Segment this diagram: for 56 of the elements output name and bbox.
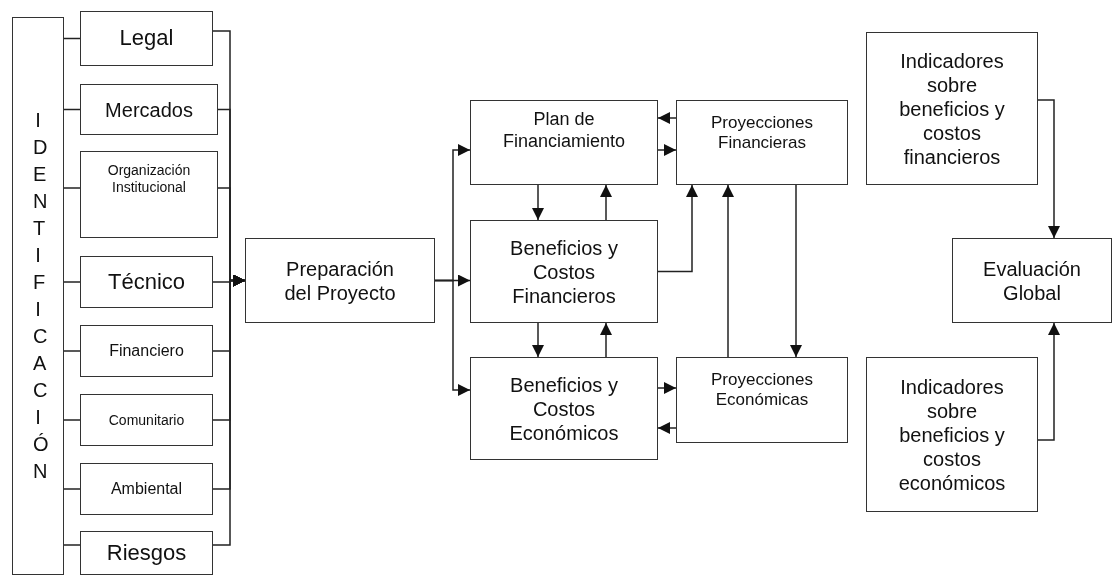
arrow [600, 322, 612, 358]
box-label: Organización Institucional [106, 162, 192, 196]
box-label: Comunitario [108, 411, 185, 429]
box-label: Indicadores sobre beneficios y costos financieros [898, 48, 1006, 169]
arrow [657, 382, 677, 394]
connector-line [63, 419, 81, 421]
process-box [80, 11, 213, 66]
arrow [790, 184, 802, 358]
connector-line [63, 488, 81, 490]
box-label: Técnico [107, 268, 185, 296]
arrow [657, 184, 698, 273]
box-label: Ambiental [110, 479, 183, 499]
process-box [80, 151, 218, 238]
process-box [470, 100, 658, 185]
arrow [722, 184, 734, 358]
process-box [80, 84, 218, 135]
process-box [952, 238, 1112, 323]
process-box [866, 357, 1038, 512]
process-box [866, 32, 1038, 185]
connector-line [63, 187, 81, 189]
arrow [1037, 322, 1060, 441]
arrow [1037, 99, 1060, 239]
process-box [470, 357, 658, 460]
box-label: Mercados [105, 97, 193, 122]
arrow [600, 184, 612, 221]
box-label: Beneficios y Costos Económicos [508, 372, 620, 445]
box-label: Proyecciones Económicas [709, 370, 815, 411]
stage-bar [12, 17, 64, 575]
connector-line [63, 544, 81, 546]
arrow [657, 422, 677, 434]
box-label: Riesgos [106, 539, 187, 567]
process-box [80, 256, 213, 308]
box-label: Financiero [109, 341, 184, 361]
box-label: Preparación del Proyecto [283, 256, 397, 305]
process-box [80, 531, 213, 575]
arrow [434, 279, 471, 396]
box-label: Legal [119, 25, 174, 52]
arrow [657, 112, 677, 124]
process-box [470, 220, 658, 323]
process-box [245, 238, 435, 323]
process-box [80, 463, 213, 515]
box-label: Plan de Financiamiento [501, 109, 627, 153]
process-box [80, 394, 213, 446]
arrow [532, 184, 544, 221]
process-box [676, 357, 848, 443]
connector-line [63, 281, 81, 283]
process-box [676, 100, 848, 185]
box-label: Beneficios y Costos Financieros [509, 235, 619, 308]
process-box [80, 325, 213, 377]
arrow [657, 144, 677, 156]
connector-line [63, 350, 81, 352]
box-label: Proyecciones Financieras [709, 113, 815, 154]
box-label: Evaluación Global [982, 256, 1082, 305]
box-label: IDENTIFICACIÓN [32, 108, 53, 484]
arrow [532, 322, 544, 358]
box-label: Indicadores sobre beneficios y costos económicos [897, 374, 1007, 495]
